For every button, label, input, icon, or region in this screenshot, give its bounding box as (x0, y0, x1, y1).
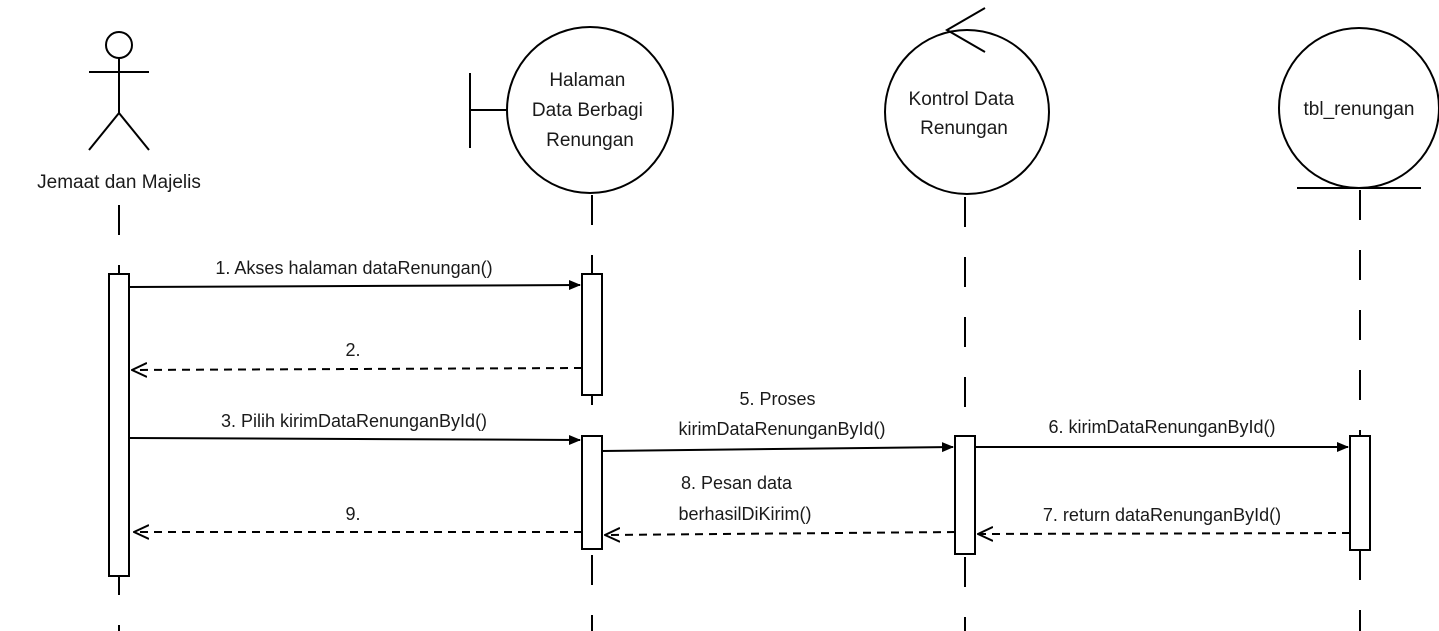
entity-label: tbl_renungan (1304, 99, 1415, 120)
entity-activation (1349, 435, 1371, 551)
entity-participant: tbl_renungan (1278, 27, 1439, 189)
actor-activation (108, 273, 130, 577)
actor-participant: Jemaat dan Majelis (37, 31, 201, 193)
control-circle (884, 29, 1050, 195)
control-label-line-1: Kontrol Data (909, 89, 1015, 110)
control-arrowhead (945, 7, 986, 53)
message-6-label: 6. kirimDataRenunganById() (1048, 417, 1275, 437)
control-label: Kontrol Data Renungan (909, 89, 1020, 139)
message-7-label: 7. return dataRenunganById() (1043, 505, 1281, 525)
boundary-circle (506, 26, 674, 194)
boundary-activation-1 (581, 273, 603, 396)
message-5-label-line-2: kirimDataRenunganById() (678, 419, 885, 439)
message-2-arrow (132, 368, 583, 370)
boundary-participant: Halaman Data Berbagi Renungan (469, 26, 674, 194)
boundary-label: Halaman Data Berbagi Renungan (532, 70, 648, 151)
boundary-label-line-3: Renungan (546, 130, 634, 151)
boundary-label-line-1: Halaman (549, 70, 625, 91)
message-3-arrow (128, 434, 581, 445)
control-label-line-2: Renungan (920, 118, 1008, 139)
message-8-label-line-1: 8. Pesan data (681, 473, 793, 493)
message-2-label: 2. (345, 340, 360, 360)
actor-head (105, 31, 133, 59)
actor-left-leg (88, 112, 120, 151)
message-7-arrow (978, 533, 1351, 534)
boundary-label-line-2: Data Berbagi (532, 100, 643, 121)
actor-right-leg (118, 112, 150, 151)
message-8-label-line-2: berhasilDiKirim() (678, 504, 811, 524)
message-1-arrow (128, 280, 581, 291)
message-5-label-line-1: 5. Proses (739, 389, 815, 409)
message-5-label: 5. Proses kirimDataRenunganById() (678, 389, 885, 439)
message-1-label: 1. Akses halaman dataRenungan() (215, 258, 492, 278)
message-8-label: 8. Pesan data berhasilDiKirim() (678, 473, 811, 524)
actor-label: Jemaat dan Majelis (37, 172, 201, 193)
message-3-label: 3. Pilih kirimDataRenunganById() (221, 411, 487, 431)
message-8-arrow (605, 532, 956, 535)
control-activation (954, 435, 976, 555)
control-participant: Kontrol Data Renungan (884, 7, 1050, 195)
boundary-activation-2 (581, 435, 603, 550)
message-9-label: 9. (345, 504, 360, 524)
message-5-arrow (601, 442, 954, 453)
